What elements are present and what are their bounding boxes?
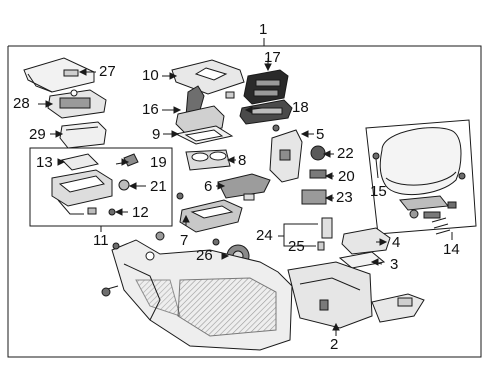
part-28-tray: [47, 89, 107, 119]
part-19-clip: [123, 153, 139, 167]
callout-14: 14: [443, 241, 460, 258]
callout-1: 1: [259, 21, 268, 38]
leader-24: [278, 223, 318, 247]
part-21-bin: [51, 169, 113, 215]
part-4-pad: [341, 227, 391, 255]
part-5-bracket: [269, 124, 303, 183]
callout-28: 28: [13, 95, 30, 112]
part-21-clip: [118, 179, 130, 191]
callout-20: 20: [338, 168, 355, 185]
part-14-armrest: [379, 127, 466, 235]
console-body: [101, 231, 293, 351]
part-29-liner: [59, 121, 107, 149]
callout-5: 5: [316, 126, 325, 143]
callout-6: 6: [204, 178, 213, 195]
callout-2: 2: [330, 336, 339, 353]
part-6-plate: [217, 173, 271, 201]
callout-7: 7: [180, 232, 189, 249]
callout-13: 13: [36, 154, 53, 171]
part-3-mat: [338, 251, 386, 269]
part-9-trim: [174, 125, 234, 145]
callout-17: 17: [264, 49, 281, 66]
part-7-base-tray: [176, 192, 243, 233]
assembly-frame: [7, 38, 482, 358]
callout-27: 27: [99, 63, 116, 80]
callout-23: 23: [336, 189, 353, 206]
part-20-port: [309, 169, 327, 179]
part-23-module: [301, 189, 327, 205]
callout-4: 4: [392, 234, 401, 251]
callout-21: 21: [150, 178, 167, 195]
part-25-clip: [317, 217, 333, 251]
leader-arrows: [38, 58, 388, 336]
part-13-mat: [61, 153, 99, 171]
callout-9: 9: [152, 126, 161, 143]
part-8-cupholder: [185, 149, 231, 171]
callout-19: 19: [150, 154, 167, 171]
callout-29: 29: [29, 126, 46, 143]
part-18-panel: [239, 99, 293, 125]
callout-26: 26: [196, 247, 213, 264]
part-2-side-panel: [287, 261, 425, 329]
part-10-bezel: [171, 59, 245, 99]
callout-18: 18: [292, 99, 309, 116]
callout-25: 25: [288, 238, 305, 255]
callout-24: 24: [256, 227, 273, 244]
callout-12: 12: [132, 204, 149, 221]
callout-8: 8: [238, 152, 247, 169]
part-17-switch-panel: [243, 69, 289, 105]
part-27-lid: [23, 57, 95, 93]
callout-10: 10: [142, 67, 159, 84]
callout-15: 15: [370, 183, 387, 200]
part-22-socket: [310, 145, 326, 161]
callout-11: 11: [93, 232, 109, 249]
callout-22: 22: [337, 145, 354, 162]
part-12-screw: [87, 207, 116, 216]
part-15-screw: [372, 152, 380, 179]
subassembly-frame-14: [365, 119, 477, 235]
callout-16: 16: [142, 101, 159, 118]
callout-3: 3: [390, 256, 399, 273]
